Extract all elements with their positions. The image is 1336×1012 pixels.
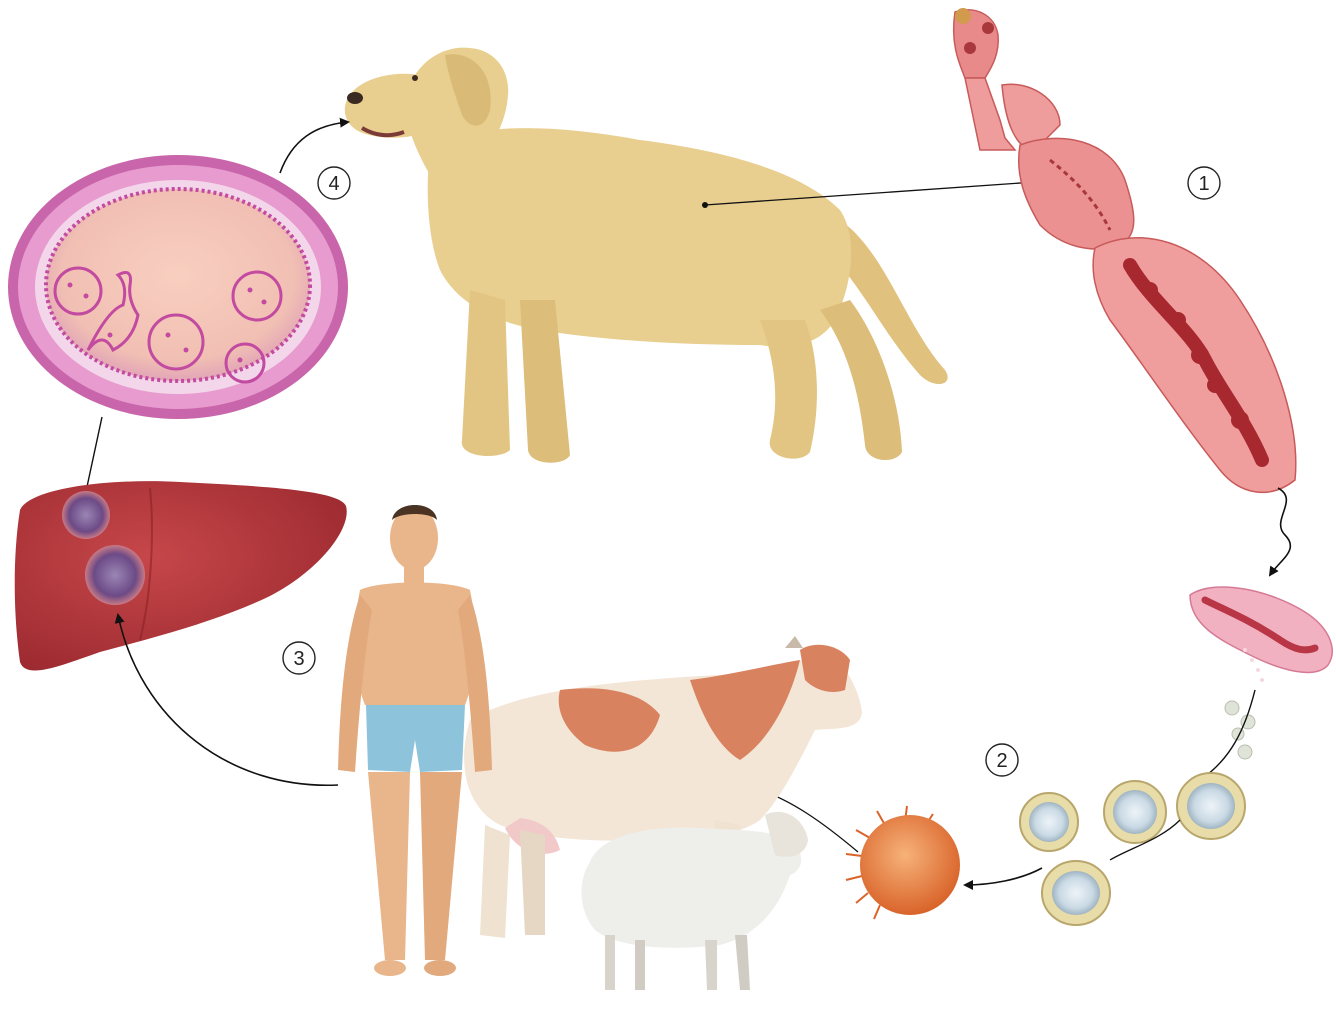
svg-text:3: 3 [293, 648, 304, 670]
svg-text:4: 4 [328, 173, 339, 195]
arrow-tapeworm-to-proglottid [1270, 488, 1290, 575]
arrow-eggs-to-oncosphere [965, 868, 1042, 885]
step-marker-3: 3 [283, 642, 315, 674]
dog-icon [345, 48, 948, 463]
svg-text:1: 1 [1198, 173, 1209, 195]
hydatid-cyst-icon [8, 155, 348, 419]
step-marker-2: 2 [986, 744, 1018, 776]
arrow-cyst-to-dog [280, 122, 348, 173]
step-marker-1: 1 [1188, 167, 1220, 199]
gravid-proglottid-icon [1190, 587, 1332, 682]
oncosphere-icon [846, 806, 960, 919]
tapeworm-icon [954, 8, 1296, 492]
svg-text:2: 2 [996, 750, 1007, 772]
step-marker-4: 4 [318, 167, 350, 199]
arrow-human-to-liver [118, 615, 338, 785]
